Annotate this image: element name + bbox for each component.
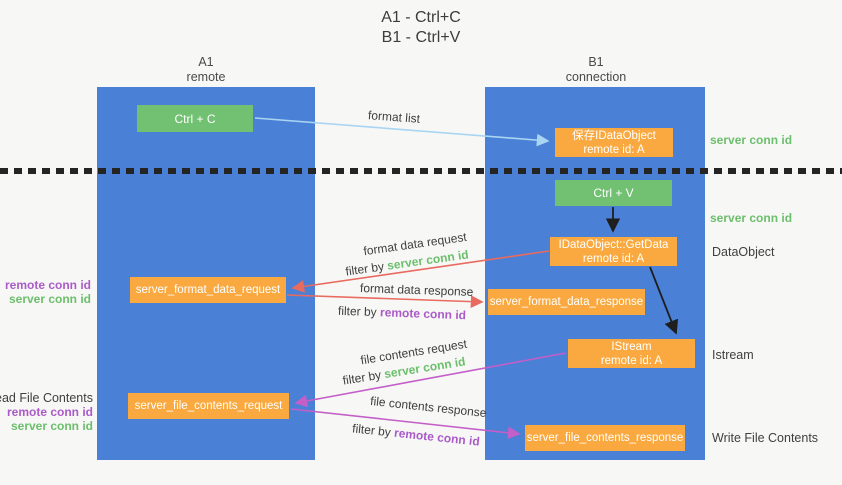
left-label-block-format: remote conn id server conn id — [5, 278, 91, 306]
save-idataobject-line1: 保存IDataObject — [572, 129, 656, 142]
node-server-format-data-response: server_format_data_response — [488, 289, 645, 315]
node-ctrl-v: Ctrl + V — [555, 180, 672, 206]
title-line-2: B1 - Ctrl+V — [381, 29, 461, 46]
label-format-list: format list — [367, 108, 421, 126]
filter-by-text: filter by — [351, 421, 392, 440]
node-server-file-contents-response: server_file_contents_response — [525, 425, 685, 451]
session-divider-dashed-line — [0, 168, 842, 174]
label-filter-by-remote-conn-1: filter by remote conn id — [338, 304, 466, 322]
lane-header-a1: A1 remote — [97, 55, 315, 85]
istream-line2: remote id: A — [600, 354, 663, 367]
lane-a1-name: A1 — [198, 55, 214, 69]
filter-by-text: filter by — [337, 303, 377, 320]
remote-conn-id-text: remote conn id — [379, 305, 467, 323]
getdata-line2: remote id: A — [582, 252, 645, 265]
server-format-data-request-label: server_format_data_request — [135, 284, 281, 296]
left-remote-conn-id-1: remote conn id — [4, 278, 91, 292]
lane-b1-subtitle: connection — [565, 70, 627, 84]
lane-b1-name: B1 — [588, 55, 604, 69]
filter-by-text: filter by — [341, 367, 383, 388]
title-line-1: A1 - Ctrl+C — [381, 9, 461, 26]
node-ctrl-c: Ctrl + C — [137, 105, 253, 132]
label-format-data-response: format data response — [359, 281, 474, 299]
right-label-server-conn-id-mid: server conn id — [710, 211, 793, 225]
server-file-contents-response-label: server_file_contents_response — [526, 432, 684, 444]
filter-by-text: filter by — [344, 259, 385, 279]
right-label-istream: Istream — [712, 348, 754, 362]
node-server-format-data-request: server_format_data_request — [130, 277, 286, 303]
label-file-contents-response: file contents response — [369, 393, 488, 421]
left-label-block-file: Read File Contents remote conn id server… — [0, 391, 93, 433]
node-save-idataobject: 保存IDataObject remote id: A — [555, 128, 673, 157]
label-filter-by-remote-conn-2: filter by remote conn id — [352, 421, 481, 448]
left-remote-conn-id-2: remote conn id — [6, 405, 93, 419]
ctrl-c-label: Ctrl + C — [174, 111, 216, 126]
node-istream: IStream remote id: A — [568, 339, 695, 368]
left-server-conn-id-2: server conn id — [10, 419, 93, 433]
node-server-file-contents-request: server_file_contents_request — [128, 393, 289, 419]
right-label-write-file-contents: Write File Contents — [712, 431, 819, 445]
diagram-title: A1 - Ctrl+C B1 - Ctrl+V — [0, 8, 842, 48]
lane-a1-subtitle: remote — [186, 70, 226, 84]
right-label-server-conn-id-top: server conn id — [710, 133, 793, 147]
left-server-conn-id-1: server conn id — [8, 292, 91, 306]
ctrl-v-label: Ctrl + V — [593, 186, 634, 200]
right-label-dataobject: DataObject — [712, 245, 775, 259]
save-idataobject-line2: remote id: A — [583, 143, 645, 156]
getdata-line1: IDataObject::GetData — [558, 238, 669, 251]
left-read-file-contents: Read File Contents — [0, 391, 93, 405]
server-format-data-response-label: server_format_data_response — [489, 296, 644, 308]
remote-conn-id-text: remote conn id — [393, 425, 481, 449]
server-file-contents-request-label: server_file_contents_request — [134, 400, 283, 412]
node-idataobject-getdata: IDataObject::GetData remote id: A — [550, 237, 677, 266]
lane-header-b1: B1 connection — [486, 55, 706, 85]
istream-line1: IStream — [611, 340, 652, 353]
